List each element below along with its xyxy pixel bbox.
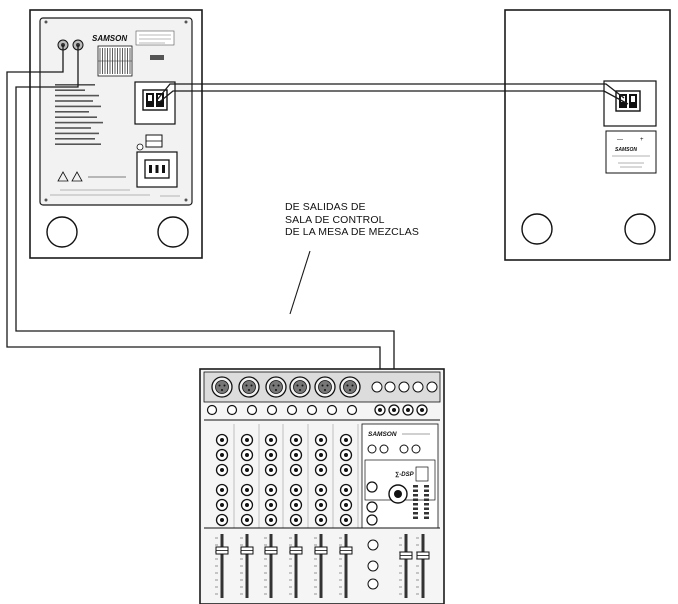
cables bbox=[6, 45, 629, 397]
callout-line-1: DE SALIDAS DE bbox=[285, 201, 366, 213]
right-monitor-foot-left bbox=[521, 213, 553, 245]
left-monitor-speaker-output bbox=[134, 81, 176, 125]
mixer-brand: SAMSON bbox=[368, 431, 397, 438]
speaker-cable-2 bbox=[156, 90, 629, 105]
right-monitor: — + SAMSON bbox=[504, 9, 671, 261]
svg-text:∑-DSP: ∑-DSP bbox=[395, 472, 415, 478]
audio-cable-right bbox=[15, 45, 395, 397]
left-monitor-specs-text bbox=[55, 84, 103, 145]
left-monitor-foot-left bbox=[46, 216, 78, 248]
callout-leader bbox=[289, 250, 311, 315]
callout-line-3: DE LA MESA DE MEZCLAS bbox=[285, 226, 419, 238]
mixer: SAMSON ∑-DSP bbox=[199, 368, 445, 604]
svg-text:—: — bbox=[617, 137, 623, 143]
speaker-cable-1 bbox=[156, 83, 625, 101]
left-monitor: SAMSON bbox=[29, 9, 203, 259]
right-monitor-brand: SAMSON bbox=[615, 147, 637, 153]
audio-cable-left bbox=[6, 45, 381, 397]
callout-text: DE SALIDAS DE SALA DE CONTROL DE LA MESA… bbox=[285, 201, 485, 239]
callout-line-2: SALA DE CONTROL bbox=[285, 213, 385, 226]
svg-text:+: + bbox=[640, 137, 644, 143]
left-monitor-foot-right bbox=[157, 216, 189, 248]
left-monitor-heatsink bbox=[97, 45, 133, 77]
left-monitor-brand: SAMSON bbox=[92, 34, 127, 43]
right-monitor-label-plate bbox=[605, 130, 657, 174]
right-monitor-foot-right bbox=[624, 213, 656, 245]
